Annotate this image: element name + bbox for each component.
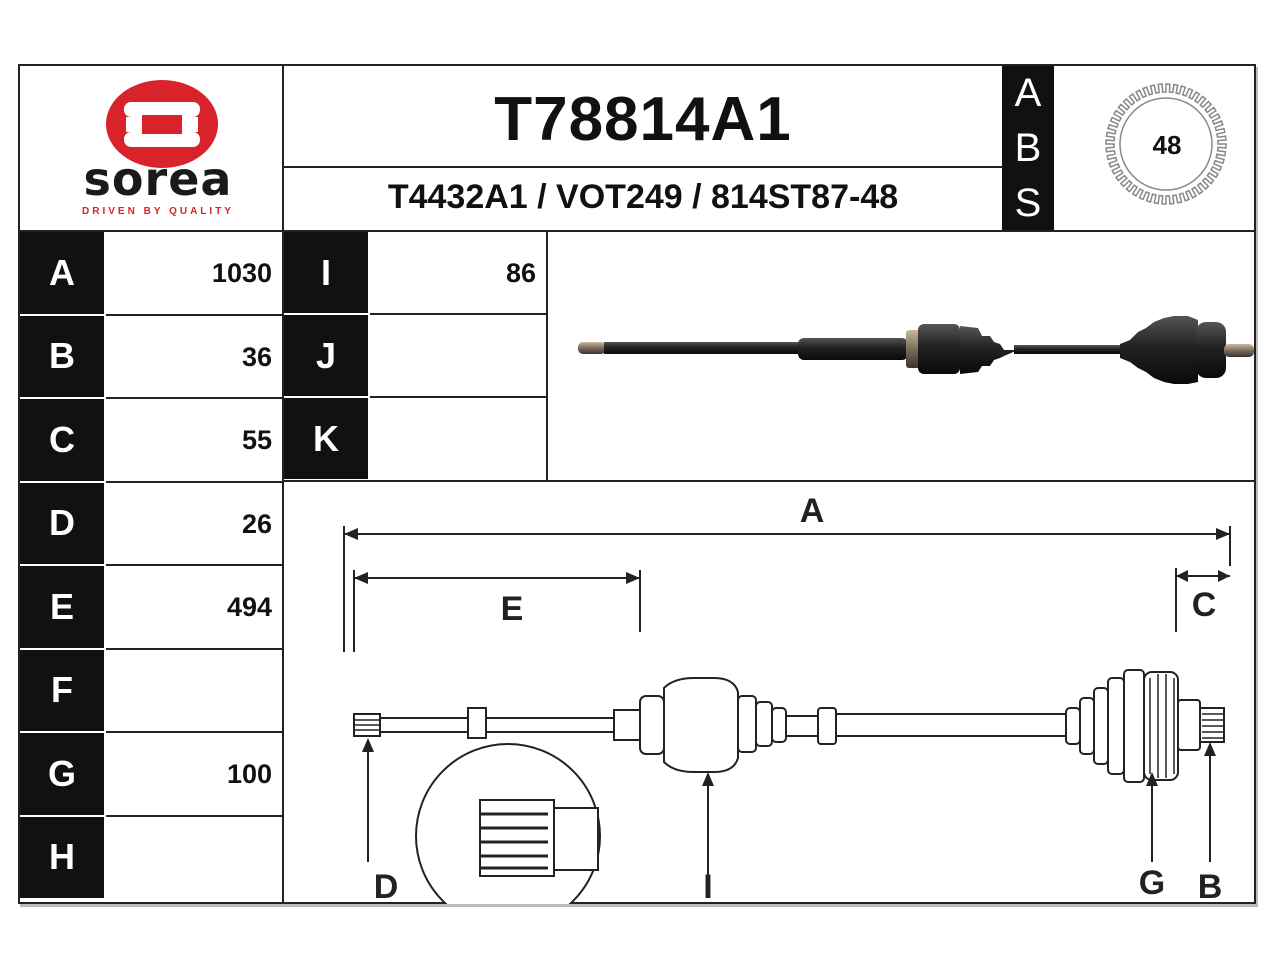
spec-value-c: 55 (241, 425, 272, 455)
cross-references: T4432A1 / VOT249 / 814ST87-48 (387, 178, 899, 216)
abs-letter-a: A (1014, 71, 1042, 116)
spec-value-i: 86 (505, 258, 536, 288)
dim-label-d: D (374, 868, 399, 904)
technical-drawing: A E C D I G B (343, 492, 1231, 904)
spec-value-k (370, 424, 546, 460)
dim-label-g: G (1139, 864, 1165, 902)
spec-value-d: 26 (241, 508, 272, 539)
spec-value-h (106, 843, 282, 879)
abs-label-column: A B S (1002, 66, 1054, 230)
dim-label-c: C (1192, 586, 1217, 624)
dim-label-e: E (501, 590, 524, 628)
sorea-logo-emblem (106, 80, 218, 168)
spec-label-k: K (284, 398, 368, 479)
abs-letter-s: S (1014, 180, 1042, 225)
abs-ring-cell: 48 (1054, 66, 1254, 230)
spec-label-h: H (20, 816, 104, 898)
dim-label-a: A (800, 492, 825, 530)
abs-letter-b: B (1014, 125, 1042, 170)
driveshaft-photo (578, 316, 1254, 384)
spec-label-f: F (20, 649, 104, 731)
spec-value-g: 100 (226, 759, 272, 789)
brand-logo: sorea DRIVEN BY QUALITY (20, 66, 282, 230)
spec-label-b: B (20, 315, 104, 397)
abs-ring-icon (1105, 83, 1227, 205)
spec-label-i: I (284, 232, 368, 313)
dim-label-i: I (703, 868, 712, 904)
spec-value-a: 1030 (211, 258, 272, 288)
spec-label-a: A (20, 232, 104, 314)
brand-tagline: DRIVEN BY QUALITY (82, 206, 234, 217)
spec-label-j: J (284, 315, 368, 396)
dim-label-b: B (1198, 868, 1223, 904)
spec-label-c: C (20, 399, 104, 481)
spec-sheet: sorea DRIVEN BY QUALITY T78814A1 T4432A1… (18, 64, 1256, 904)
spec-value-e: 494 (226, 592, 272, 622)
part-number: T78814A1 (494, 85, 792, 154)
spec-label-e: E (20, 566, 104, 648)
abs-teeth-count: 48 (1152, 130, 1182, 160)
spec-value-b: 36 (241, 341, 272, 372)
spec-label-d: D (20, 482, 104, 564)
spec-value-j (370, 341, 546, 377)
spec-label-g: G (20, 733, 104, 815)
spec-value-f (106, 676, 282, 712)
brand-name: sorea (83, 152, 233, 206)
